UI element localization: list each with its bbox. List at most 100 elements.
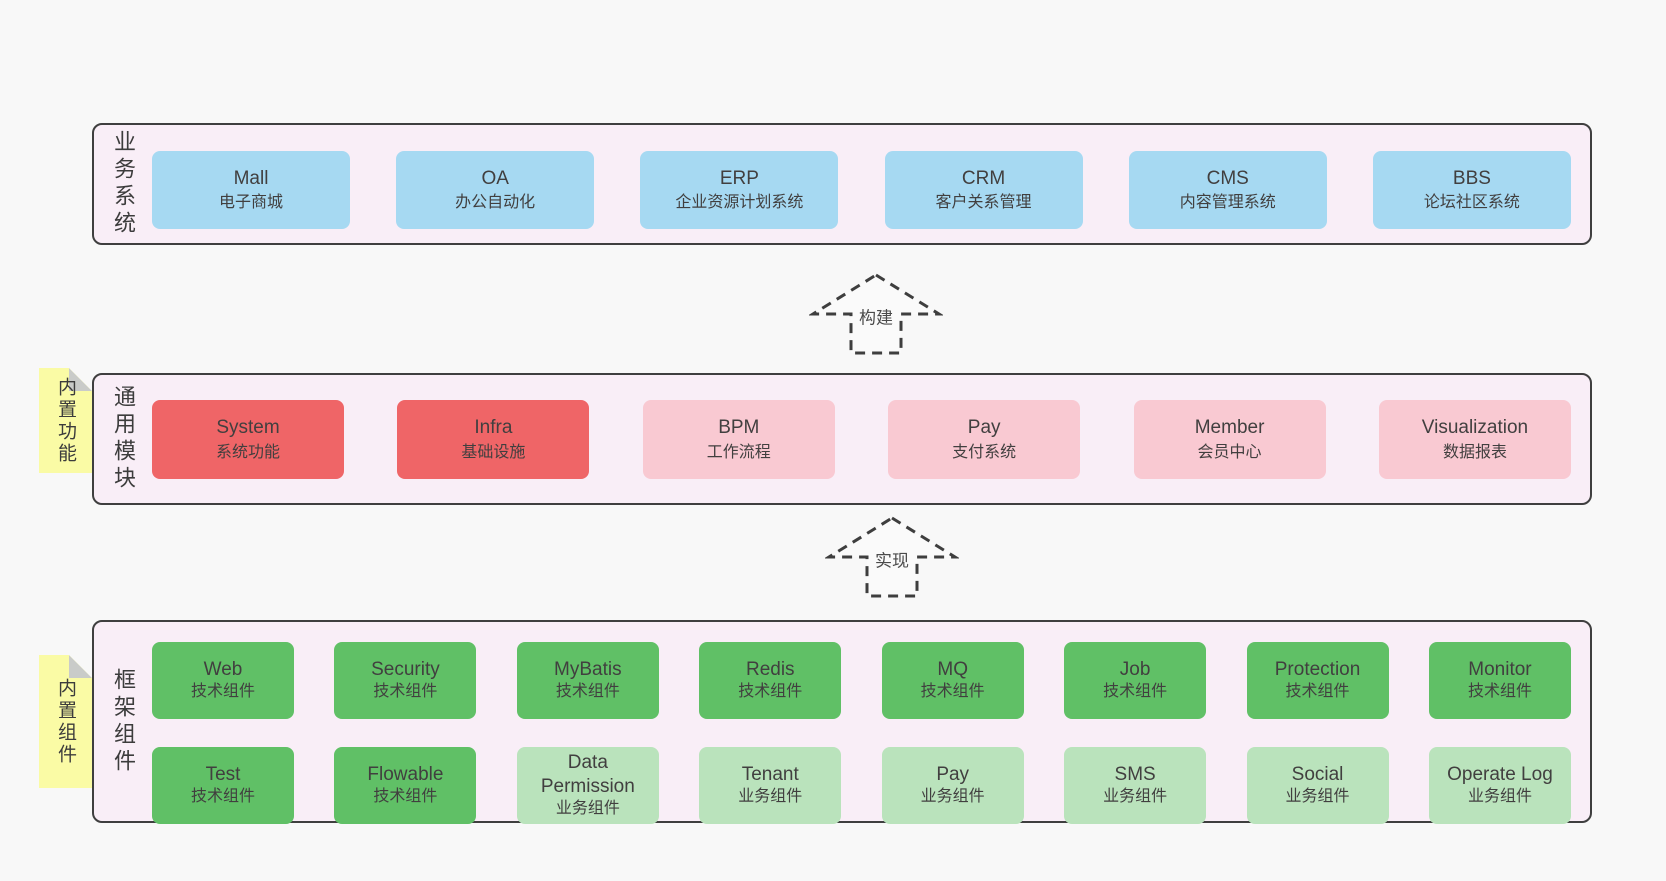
folded-corner-icon <box>69 655 92 678</box>
box-subtitle: 业务组件 <box>1467 788 1532 806</box>
box-title: Test <box>205 763 241 785</box>
box-subtitle: 技术组件 <box>190 788 255 806</box>
box-title: BPM <box>718 417 760 438</box>
box-security: Security 技术组件 <box>334 642 477 719</box>
box-subtitle: 电子商城 <box>218 194 283 212</box>
builtin-functions-sticky-note: 内置功能 <box>39 368 92 473</box>
box-title: OA <box>481 167 509 189</box>
box-social: Social 业务组件 <box>1246 747 1389 824</box>
box-mybatis: MyBatis 技术组件 <box>516 642 659 719</box>
build-arrow-label: 构建 <box>856 302 896 330</box>
box-subtitle: 会员中心 <box>1197 443 1262 461</box>
box-pay-business: Pay 业务组件 <box>881 747 1024 824</box>
box-test: Test 技术组件 <box>152 747 294 824</box>
box-title: ERP <box>719 167 759 189</box>
box-title: Pay <box>967 417 1001 438</box>
box-member: Member 会员中心 <box>1133 400 1326 479</box>
box-title: Pay <box>936 763 970 785</box>
framework-boxes-row-1: Web 技术组件 Security 技术组件 MyBatis 技术组件 Redi… <box>152 642 1571 719</box>
box-subtitle: 技术组件 <box>738 683 803 701</box>
box-cms: CMS 内容管理系统 <box>1128 151 1327 229</box>
box-subtitle: 业务组件 <box>555 800 620 818</box>
panel-label-business: 业务系统 <box>111 130 136 238</box>
sticky-label: 内置功能 <box>55 376 76 465</box>
box-subtitle: 技术组件 <box>190 683 255 701</box>
box-operate-log: Operate Log 业务组件 <box>1428 747 1571 824</box>
box-title: Social <box>1291 763 1344 785</box>
box-subtitle: 技术组件 <box>920 683 985 701</box>
box-web: Web 技术组件 <box>152 642 294 719</box>
box-title: Security <box>371 658 440 680</box>
box-subtitle: 业务组件 <box>738 788 803 806</box>
box-subtitle: 内容管理系统 <box>1179 194 1276 212</box>
business-boxes-row: Mall 电子商城 OA 办公自动化 ERP 企业资源计划系统 CRM 客户关系… <box>152 151 1571 229</box>
box-title: Data Permission <box>540 751 635 798</box>
framework-components-panel: 框架组件 Web 技术组件 Security 技术组件 MyBatis 技术组件… <box>92 620 1592 824</box>
box-job: Job 技术组件 <box>1064 642 1207 719</box>
box-subtitle: 基础设施 <box>461 443 526 461</box>
box-subtitle: 办公自动化 <box>455 194 536 212</box>
business-systems-panel: 业务系统 Mall 电子商城 OA 办公自动化 ERP 企业资源计划系统 CRM… <box>92 123 1592 245</box>
box-title: Monitor <box>1468 658 1532 680</box>
box-subtitle: 技术组件 <box>373 788 438 806</box>
box-bpm: BPM 工作流程 <box>642 400 835 479</box>
box-subtitle: 业务组件 <box>1285 788 1350 806</box>
box-subtitle: 系统功能 <box>215 443 280 461</box>
box-data-permission: Data Permission 业务组件 <box>516 747 659 824</box>
implement-arrow-label: 实现 <box>872 545 912 573</box>
box-subtitle: 企业资源计划系统 <box>675 194 804 212</box>
box-oa: OA 办公自动化 <box>396 151 595 229</box>
framework-boxes-row-2: Test 技术组件 Flowable 技术组件 Data Permission … <box>152 747 1571 824</box>
box-title: Visualization <box>1421 417 1529 438</box>
box-title: Member <box>1194 417 1265 438</box>
modules-boxes-row: System 系统功能 Infra 基础设施 BPM 工作流程 Pay 支付系统… <box>152 400 1571 479</box>
box-redis: Redis 技术组件 <box>699 642 842 719</box>
box-infra: Infra 基础设施 <box>397 400 590 479</box>
common-modules-panel: 通用模块 System 系统功能 Infra 基础设施 BPM 工作流程 Pay… <box>92 373 1592 505</box>
box-title: MQ <box>937 658 968 680</box>
box-system: System 系统功能 <box>152 400 344 479</box>
box-title: Web <box>203 658 243 680</box>
box-tenant: Tenant 业务组件 <box>699 747 842 824</box>
box-title: Tenant <box>741 763 799 785</box>
builtin-components-sticky-note: 内置组件 <box>39 655 92 788</box>
box-subtitle: 技术组件 <box>1103 683 1168 701</box>
implement-arrow: 实现 <box>825 515 959 599</box>
box-subtitle: 支付系统 <box>952 443 1017 461</box>
box-visualization: Visualization 数据报表 <box>1378 400 1571 479</box>
box-subtitle: 技术组件 <box>1285 683 1350 701</box>
box-title: SMS <box>1114 763 1156 785</box>
box-subtitle: 论坛社区系统 <box>1423 194 1520 212</box>
box-subtitle: 客户关系管理 <box>935 194 1032 212</box>
box-bbs: BBS 论坛社区系统 <box>1372 151 1571 229</box>
box-title: Flowable <box>367 763 444 785</box>
box-protection: Protection 技术组件 <box>1246 642 1389 719</box>
box-mall: Mall 电子商城 <box>152 151 350 229</box>
box-title: Protection <box>1274 658 1361 680</box>
box-title: Operate Log <box>1447 763 1553 785</box>
box-monitor: Monitor 技术组件 <box>1428 642 1571 719</box>
box-subtitle: 业务组件 <box>920 788 985 806</box>
box-crm: CRM 客户关系管理 <box>884 151 1083 229</box>
box-flowable: Flowable 技术组件 <box>334 747 477 824</box>
box-title: Redis <box>745 658 795 680</box>
box-subtitle: 工作流程 <box>706 443 771 461</box>
box-title: CMS <box>1206 167 1249 189</box>
box-subtitle: 技术组件 <box>373 683 438 701</box>
box-title: Infra <box>474 417 513 438</box>
build-arrow: 构建 <box>809 272 943 356</box>
sticky-label: 内置组件 <box>55 677 76 766</box>
box-sms: SMS 业务组件 <box>1064 747 1207 824</box>
box-pay-system: Pay 支付系统 <box>888 400 1081 479</box>
box-mq: MQ 技术组件 <box>881 642 1024 719</box>
box-title: BBS <box>1452 167 1491 189</box>
box-title: Job <box>1119 658 1151 680</box>
box-subtitle: 数据报表 <box>1442 443 1507 461</box>
box-title: System <box>216 417 280 438</box>
box-subtitle: 业务组件 <box>1103 788 1168 806</box>
box-title: Mall <box>233 167 269 189</box>
panel-label-modules: 通用模块 <box>111 385 136 493</box>
box-subtitle: 技术组件 <box>1467 683 1532 701</box>
box-erp: ERP 企业资源计划系统 <box>640 151 839 229</box>
box-title: MyBatis <box>554 658 622 680</box>
